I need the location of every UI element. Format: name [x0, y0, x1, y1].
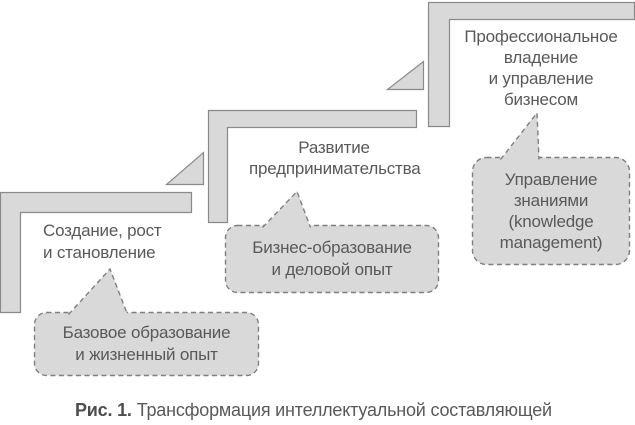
callout-3-label: Управление знаниями (knowledge managemen…	[499, 170, 603, 252]
transition-triangle-2	[385, 60, 425, 91]
callout-1-tail-border	[67, 267, 129, 315]
callout-3-tail	[500, 112, 540, 161]
callout-1-tail	[68, 268, 128, 316]
step-1-label: Создание, рост и становление	[43, 221, 162, 262]
figure-caption-number: Рис. 1.	[75, 400, 132, 420]
step-2-ledge	[207, 109, 418, 224]
callout-1-bubble	[33, 311, 260, 377]
callout-3-tail-border	[499, 111, 540, 160]
figure-caption-text: Трансформация интеллектуальной составляю…	[136, 400, 552, 420]
callout-3-bubble	[471, 156, 631, 266]
step-3-label: Профессиональное владение и управление б…	[464, 27, 618, 109]
callout-2-label: Бизнес-образование и деловой опыт	[252, 238, 412, 279]
transition-triangle-1	[164, 151, 205, 186]
callout-2-bubble	[224, 224, 440, 294]
step-1-ledge	[0, 191, 193, 314]
callout-2-tail	[262, 191, 311, 229]
figure-caption: Рис. 1.Трансформация интеллектуальной со…	[75, 397, 552, 423]
callout-1-label: Базовое образование и жизненный опыт	[62, 323, 231, 364]
step-2-label: Развитие предпринимательства	[249, 138, 421, 178]
